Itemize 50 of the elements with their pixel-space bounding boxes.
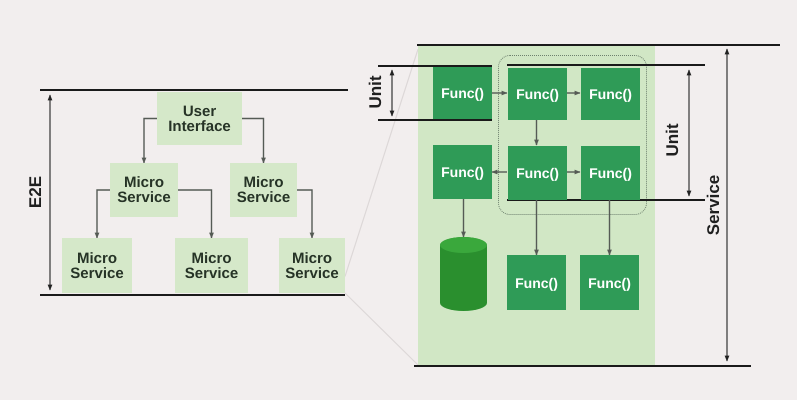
function-label: Func() [588, 274, 631, 290]
function-label: Func() [441, 85, 484, 101]
function-label: Func() [516, 165, 559, 181]
dimension-label: Unit [367, 75, 385, 109]
node-label: User Interface [167, 104, 232, 134]
function-box [581, 68, 640, 120]
service-box [279, 238, 345, 293]
service-box [175, 238, 248, 293]
function-label: Func() [589, 165, 632, 181]
function-box [580, 255, 639, 310]
magnification-line [344, 49, 419, 277]
arrow [94, 189, 110, 239]
dimension-label: Service [705, 174, 723, 236]
dotted-group-outline [498, 55, 647, 215]
function-box [508, 68, 567, 120]
function-box [433, 145, 492, 199]
arrow [297, 189, 314, 239]
service-box [230, 163, 297, 217]
arrow [178, 189, 214, 239]
arrow [534, 119, 539, 146]
database-cylinder [440, 237, 487, 311]
node-label: Micro Service [284, 250, 340, 280]
dimension-label: Unit [664, 123, 682, 157]
node-label: Micro Service [184, 250, 240, 280]
node-label: Micro Service [236, 175, 292, 205]
function-label: Func() [516, 86, 559, 102]
arrow [142, 118, 157, 164]
arrow [566, 90, 581, 96]
arrow [491, 170, 507, 174]
arrow [534, 199, 539, 256]
function-label: Func() [515, 274, 558, 290]
arrow [242, 118, 266, 164]
magnification-line [344, 292, 418, 366]
node-label: Micro Service [69, 250, 125, 280]
node-label: Micro Service [116, 175, 172, 205]
service-box [157, 92, 242, 145]
dimension-label: E2E [27, 176, 45, 208]
function-label: Func() [589, 86, 632, 102]
function-box [433, 67, 492, 119]
service-box [62, 238, 132, 293]
function-box [507, 255, 566, 310]
arrow [492, 90, 508, 96]
service-box [110, 163, 178, 217]
service-panel [418, 46, 655, 365]
function-box [581, 146, 640, 200]
arrow [607, 199, 612, 256]
arrow [461, 199, 466, 238]
function-box [508, 146, 567, 200]
function-label: Func() [441, 164, 484, 180]
arrow [566, 170, 581, 174]
